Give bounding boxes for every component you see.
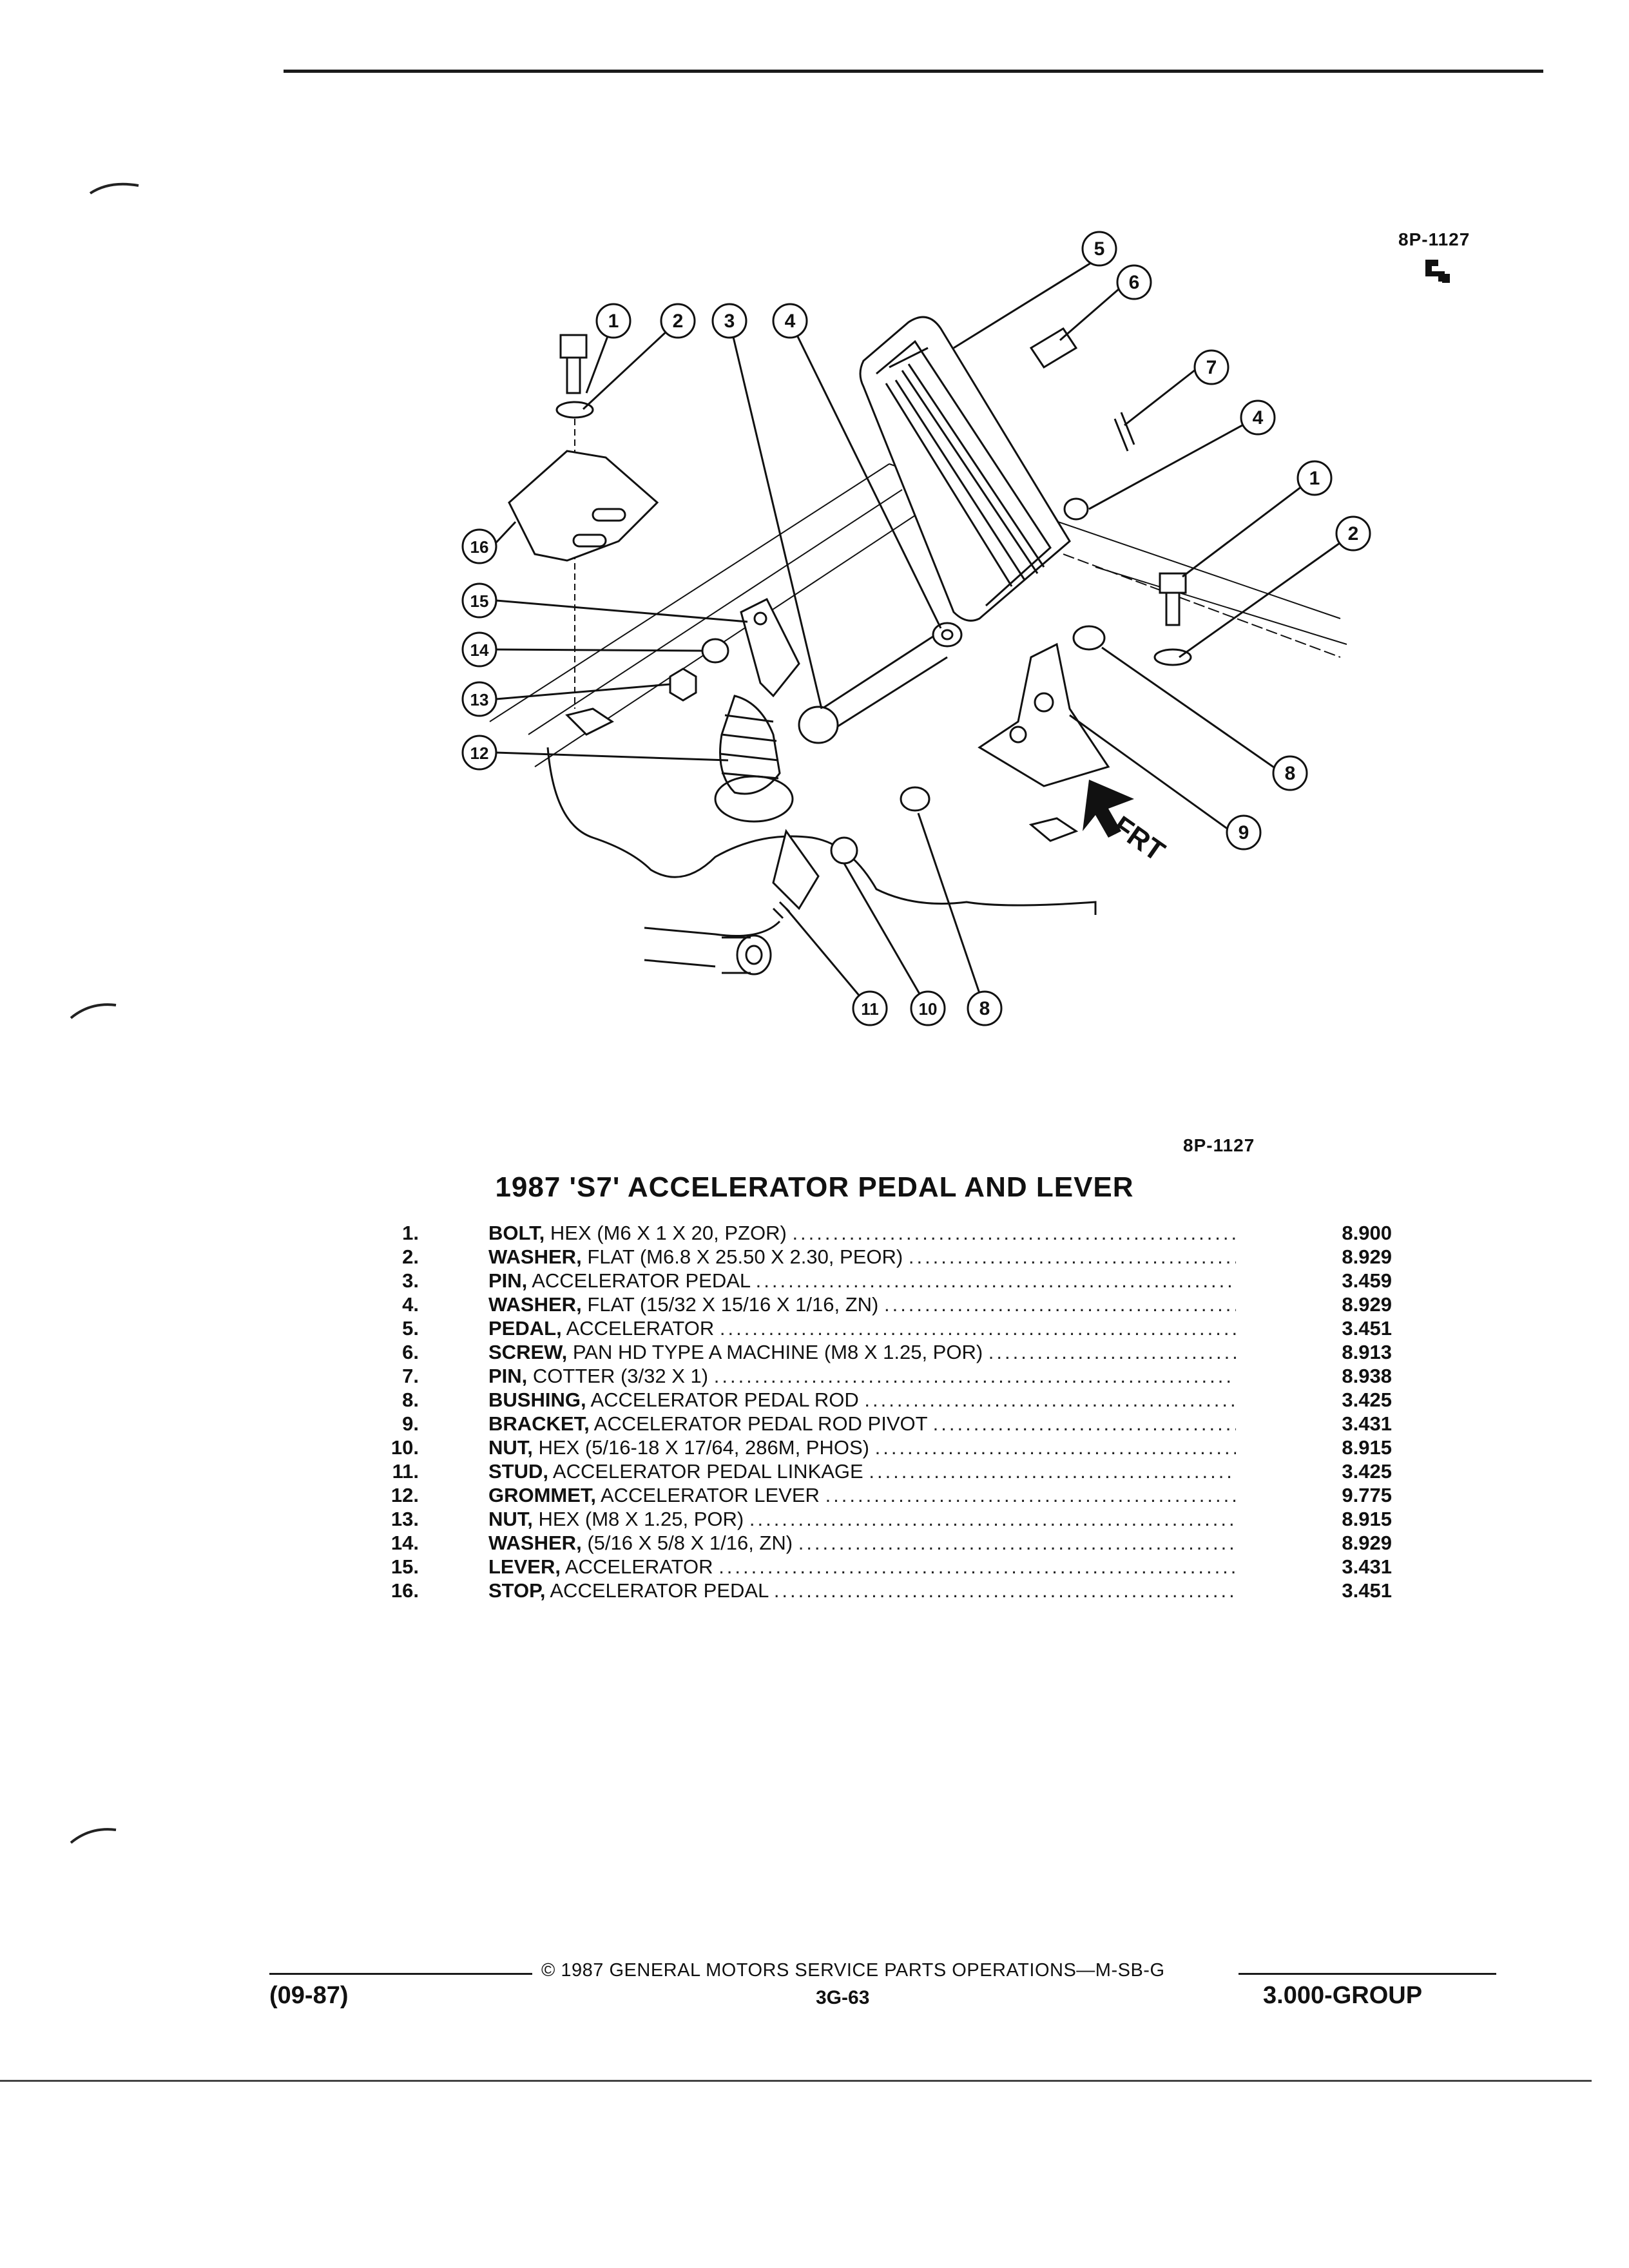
list-item: 8.BUSHING, ACCELERATOR PEDAL ROD .......… (402, 1389, 1392, 1411)
top-rule (284, 70, 1543, 73)
list-item: 16.STOP, ACCELERATOR PEDAL .............… (390, 1579, 1392, 1602)
callout-4b: 4 (1253, 407, 1264, 428)
list-item: 7.PIN, COTTER (3/32 X 1) ...............… (402, 1365, 1392, 1387)
list-item: 3.PIN, ACCELERATOR PEDAL ...............… (402, 1269, 1392, 1292)
list-item: 5.PEDAL, ACCELERATOR ...................… (402, 1317, 1392, 1340)
ref-symbol-icon (1423, 256, 1452, 291)
footer-page-number: 3G-63 (816, 1987, 870, 2008)
callout-12: 12 (470, 744, 489, 763)
margin-marks (70, 182, 139, 1844)
footer-rule-right (1239, 1973, 1496, 1975)
list-item: 13.NUT, HEX (M8 X 1.25, POR) ...........… (390, 1508, 1392, 1530)
callout-13: 13 (470, 690, 489, 709)
list-item: 12.GROMMET, ACCELERATOR LEVER ..........… (390, 1484, 1392, 1506)
callout-15: 15 (470, 591, 489, 611)
list-item: 6.SCREW, PAN HD TYPE A MACHINE (M8 X 1.2… (402, 1341, 1392, 1363)
list-item: 14.WASHER, (5/16 X 5/8 X 1/16, ZN) .....… (390, 1532, 1392, 1554)
callout-11: 11 (861, 999, 879, 1019)
callout-7: 7 (1206, 357, 1217, 378)
callout-4: 4 (785, 311, 796, 332)
footer-rule-left (269, 1973, 532, 1975)
frt-label: FRT (1107, 810, 1170, 867)
list-item: 15.LEVER, ACCELERATOR ..................… (390, 1555, 1392, 1578)
list-item: 10.NUT, HEX (5/16-18 X 17/64, 286M, PHOS… (390, 1436, 1392, 1459)
list-item: 11.STUD, ACCELERATOR PEDAL LINKAGE .....… (392, 1460, 1392, 1483)
callout-3: 3 (724, 311, 735, 332)
callout-9: 9 (1239, 822, 1249, 843)
callout-10: 10 (919, 999, 938, 1019)
callout-2: 2 (673, 311, 684, 332)
callout-1: 1 (608, 311, 619, 332)
footer-group: 3.000-GROUP (1263, 1982, 1423, 2009)
callout-1b: 1 (1309, 468, 1320, 489)
callout-2b: 2 (1348, 523, 1359, 544)
ref-code-below: 8P-1127 (1183, 1135, 1255, 1155)
frt-arrow-icon: FRT (1083, 780, 1170, 867)
ref-code: 8P-1127 (1398, 229, 1470, 249)
parts-list: 1.BOLT, HEX (M6 X 1 X 20, PZOR) ........… (374, 1221, 1392, 1602)
list-item: 2.WASHER, FLAT (M6.8 X 25.50 X 2.30, PEO… (402, 1245, 1392, 1268)
footer-copyright: © 1987 GENERAL MOTORS SERVICE PARTS OPER… (541, 1960, 1165, 1981)
callout-8b: 8 (979, 998, 990, 1019)
footer-date: (09-87) (269, 1982, 349, 2009)
callout-5: 5 (1094, 238, 1105, 260)
list-item: 4.WASHER, FLAT (15/32 X 15/16 X 1/16, ZN… (402, 1293, 1392, 1316)
list-item: 9.BRACKET, ACCELERATOR PEDAL ROD PIVOT .… (402, 1412, 1392, 1435)
callout-16: 16 (470, 537, 489, 557)
list-item: 1.BOLT, HEX (M6 X 1 X 20, PZOR) ........… (402, 1222, 1392, 1244)
callout-14: 14 (470, 640, 489, 660)
callout-6: 6 (1129, 272, 1140, 293)
callout-8: 8 (1285, 763, 1296, 784)
page-title: 1987 'S7' ACCELERATOR PEDAL AND LEVER (495, 1171, 1134, 1203)
exploded-diagram: FRT (461, 231, 1371, 1026)
bottom-rule (0, 2080, 1592, 2082)
